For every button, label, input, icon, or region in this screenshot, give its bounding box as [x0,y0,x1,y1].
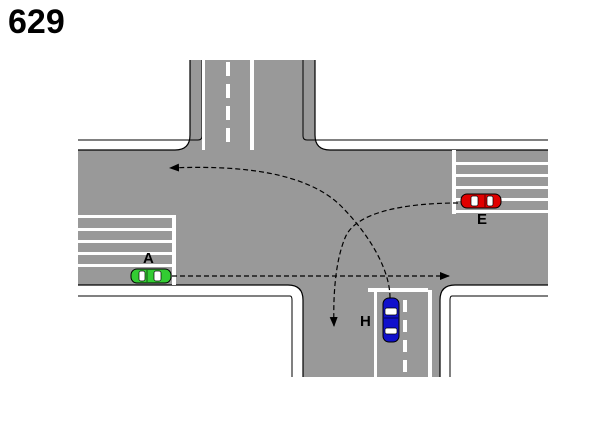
path-vehicle-h [169,163,391,299]
west-lane-stripe [78,264,172,267]
path-vehicle-e [329,202,459,327]
vehicle-a-label: A [143,250,154,267]
curb-lines [78,60,548,377]
vehicle-h [382,297,400,343]
north-lane-dash [226,128,230,142]
south-crossing [368,288,428,292]
vehicle-e [460,193,502,209]
east-lane-stripe [456,198,548,201]
vehicle-a [130,268,172,284]
problem-number: 629 [8,3,65,41]
west-lane-stripe [78,252,172,255]
south-lane-dash [403,320,407,332]
east-lane-stripe [456,162,548,165]
north-lane-dash [226,84,230,98]
south-edge-line [374,290,377,377]
east-stop-line [452,150,456,214]
vehicle-paths [169,163,459,327]
south-median-line [428,290,432,377]
south-lane-dash [403,300,407,312]
vehicle-h-window [384,327,398,335]
vehicle-a-window [153,270,162,282]
north-median-line [250,60,254,150]
east-lane-stripe [456,174,548,177]
sidewalk-lines [78,60,548,377]
east-lane-stripe [456,186,548,189]
road-markings [78,60,548,377]
north-lane-dash [226,62,230,76]
vehicle-a-body [130,268,172,284]
north-edge-line [202,60,205,150]
vehicle-h-window [384,307,398,316]
west-lane-stripe [78,240,172,243]
west-stop-line [172,215,176,285]
vehicles [130,193,502,343]
vehicle-e-body [460,193,502,209]
south-lane-dash [403,360,407,372]
vehicle-labels: A E H [143,211,487,330]
vehicle-h-body [382,297,400,343]
vehicle-a-window [138,270,146,282]
south-lane-dash [403,340,407,352]
west-centre-line [78,215,176,218]
vehicle-e-label: E [477,211,487,228]
east-centre-line [452,210,548,213]
west-lane-stripe [78,228,172,231]
north-lane-dash [226,106,230,120]
vehicle-e-window [470,195,479,207]
vehicle-e-window [486,195,494,207]
vehicle-h-label: H [360,313,371,330]
